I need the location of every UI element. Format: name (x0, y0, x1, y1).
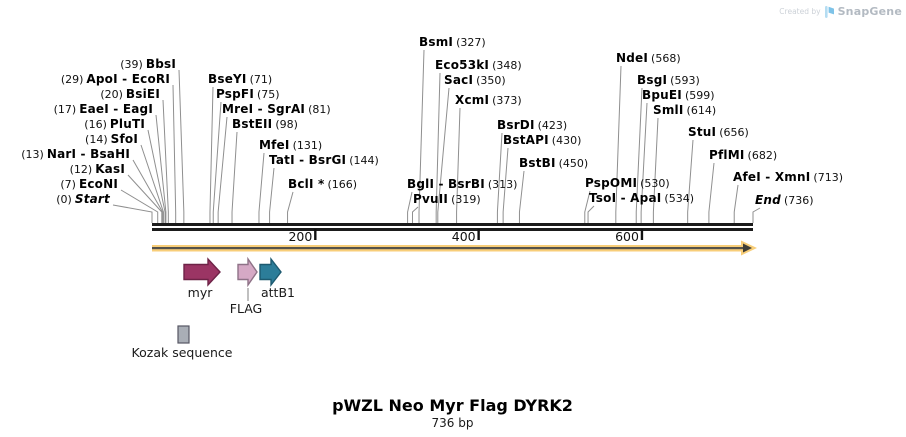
enzyme-leader-line (132, 159, 164, 223)
enzyme-leader-line (287, 191, 294, 223)
enzyme-leader-line (640, 102, 648, 223)
enzyme-leader-line (687, 139, 694, 223)
ruler-tick (477, 229, 480, 240)
enzyme-leader-line (615, 65, 622, 223)
enzyme-leader-line (437, 87, 450, 223)
watermark: Created by SnapGene (779, 5, 902, 18)
enzyme-leader-line (120, 189, 159, 223)
ruler-tick (314, 229, 317, 240)
enzyme-leader-line (147, 129, 166, 223)
feature-kozak-sequence-box (177, 325, 190, 344)
enzyme-leader-line (162, 99, 169, 223)
enzyme-leader-line (217, 116, 228, 223)
enzyme-leader-line (587, 205, 595, 223)
enzyme-leader-line (269, 167, 275, 223)
construct-arrow-inner-line (152, 247, 743, 250)
enzyme-leader-line (733, 184, 739, 223)
construct-arrow-inner-head (743, 243, 752, 253)
enzyme-leader-line (127, 174, 163, 223)
sequence-line-top (152, 223, 753, 226)
ruler-tick (640, 229, 644, 240)
watermark-created-by: Created by (779, 7, 821, 16)
map-length: 736 bp (431, 416, 474, 430)
enzyme-leader-line (212, 101, 222, 223)
feature-attb1-arrow (259, 256, 282, 288)
enzyme-leader-line (752, 207, 761, 223)
enzyme-leader-line (456, 107, 461, 223)
enzyme-leader-line (407, 191, 413, 223)
enzyme-leader-line (112, 204, 153, 223)
feature-flag-arrow (237, 256, 258, 288)
enzyme-leader-line (231, 131, 238, 223)
enzyme-leader-line (418, 49, 425, 223)
enzyme-leader-line (178, 69, 185, 223)
enzyme-leader-line (209, 86, 214, 223)
enzyme-leader-line (155, 114, 167, 223)
map-title: pWZL Neo Myr Flag DYRK2 (332, 396, 573, 415)
sequence-line-bottom (152, 228, 753, 231)
enzyme-leader-line (652, 117, 659, 223)
enzyme-leader-line (140, 144, 164, 223)
snapgene-logo-icon (824, 5, 834, 18)
enzyme-leader-line (502, 147, 509, 223)
enzyme-leader-line (258, 152, 265, 223)
enzyme-leader-line (708, 162, 715, 223)
enzyme-leader-line (584, 190, 591, 223)
enzyme-leader-line (172, 84, 177, 223)
watermark-brand: SnapGene (837, 5, 902, 18)
enzyme-leader-line (411, 206, 419, 223)
enzyme-leader-line (635, 87, 643, 223)
enzyme-leader-line (496, 132, 503, 223)
enzyme-leader-line (518, 170, 525, 223)
title-block: pWZL Neo Myr Flag DYRK2 736 bp (152, 397, 753, 430)
feature-myr-arrow (183, 257, 221, 287)
enzyme-leader-line (435, 72, 441, 223)
